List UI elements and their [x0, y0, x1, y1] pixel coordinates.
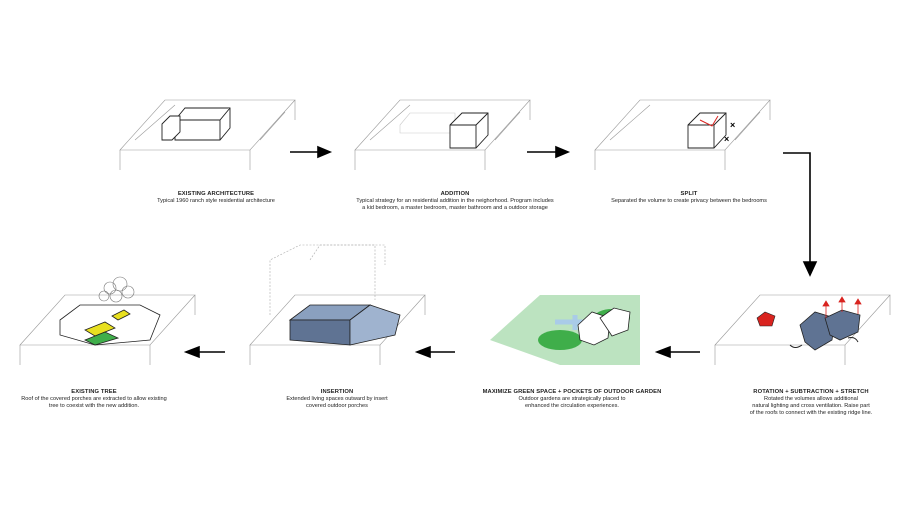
existing-house-volume — [161, 107, 231, 141]
site-plan-3 — [594, 99, 771, 170]
caption-insertion: INSERTION Extended living spaces outward… — [286, 389, 387, 410]
caption-title: MAXIMIZE GREEN SPACE + POCKETS OF OUTDOO… — [482, 389, 662, 395]
caption-line: Separated the volume to create privacy b… — [611, 198, 767, 204]
split-mark-1: × — [730, 120, 735, 130]
caption-line: Roof of the covered porches are extracte… — [21, 396, 167, 402]
caption-green-space: MAXIMIZE GREEN SPACE + POCKETS OF OUTDOO… — [483, 389, 662, 410]
garden-pocket-1 — [538, 330, 582, 350]
caption-title: EXISTING ARCHITECTURE — [177, 191, 255, 197]
garden-volumes — [577, 307, 631, 346]
caption-title: EXISTING TREE — [71, 389, 117, 395]
insertion-volume — [288, 304, 401, 346]
caption-line: Rotated the volumes allows additional — [764, 396, 858, 402]
caption-title: ADDITION — [440, 191, 470, 197]
caption-rotation: ROTATION + SUBTRACTION + STRETCH Rotated… — [750, 389, 873, 417]
porch-extrusion-ghost — [269, 244, 386, 315]
caption-title: SPLIT — [680, 191, 698, 197]
caption-line: of the roofs to connect with the existin… — [749, 410, 873, 416]
flow-arrows — [183, 145, 818, 359]
caption-existing-architecture: EXISTING ARCHITECTURE Typical 1960 ranch… — [157, 191, 275, 205]
rotate-arrow-icon-2 — [847, 337, 859, 343]
caption-line: enhanced the circulation experiences. — [525, 403, 619, 409]
caption-title: INSERTION — [320, 389, 354, 395]
caption-title: ROTATION + SUBTRACTION + STRETCH — [753, 389, 869, 395]
caption-addition: ADDITION Typical strategy for an residen… — [356, 191, 553, 212]
caption-line: Typical 1960 ranch style residential arc… — [157, 198, 275, 204]
site-plan-7 — [19, 294, 196, 365]
caption-line: covered outdoor porches — [306, 403, 368, 409]
rotate-arrow-icon — [789, 344, 803, 348]
rotated-volumes — [799, 309, 861, 351]
caption-line: a kid bedroom, a master bedroom, master … — [362, 205, 548, 211]
red-subtracted-volume — [756, 311, 776, 327]
site-plan-6 — [249, 294, 426, 365]
tree-canopy — [98, 276, 135, 303]
caption-line: natural lighting and cross ventilation. … — [752, 403, 870, 409]
caption-line: Outdoor gardens are strategically placed… — [518, 396, 626, 402]
caption-existing-tree: EXISTING TREE Roof of the covered porche… — [21, 389, 167, 410]
tree-house-volume — [59, 304, 161, 346]
split-volume — [687, 112, 727, 149]
caption-split: SPLIT Separated the volume to create pri… — [611, 191, 767, 205]
split-line — [699, 115, 719, 127]
split-mark-2: × — [724, 134, 729, 144]
caption-line: tree to coexist with the new addition. — [48, 403, 140, 409]
site-plan-1 — [119, 99, 296, 170]
stretch-arrows — [822, 296, 862, 318]
caption-line: Typical strategy for an residential addi… — [356, 198, 554, 204]
addition-volume — [449, 112, 489, 149]
site-plan-2 — [354, 99, 531, 170]
caption-line: Extended living spaces outward by insert — [286, 396, 388, 402]
